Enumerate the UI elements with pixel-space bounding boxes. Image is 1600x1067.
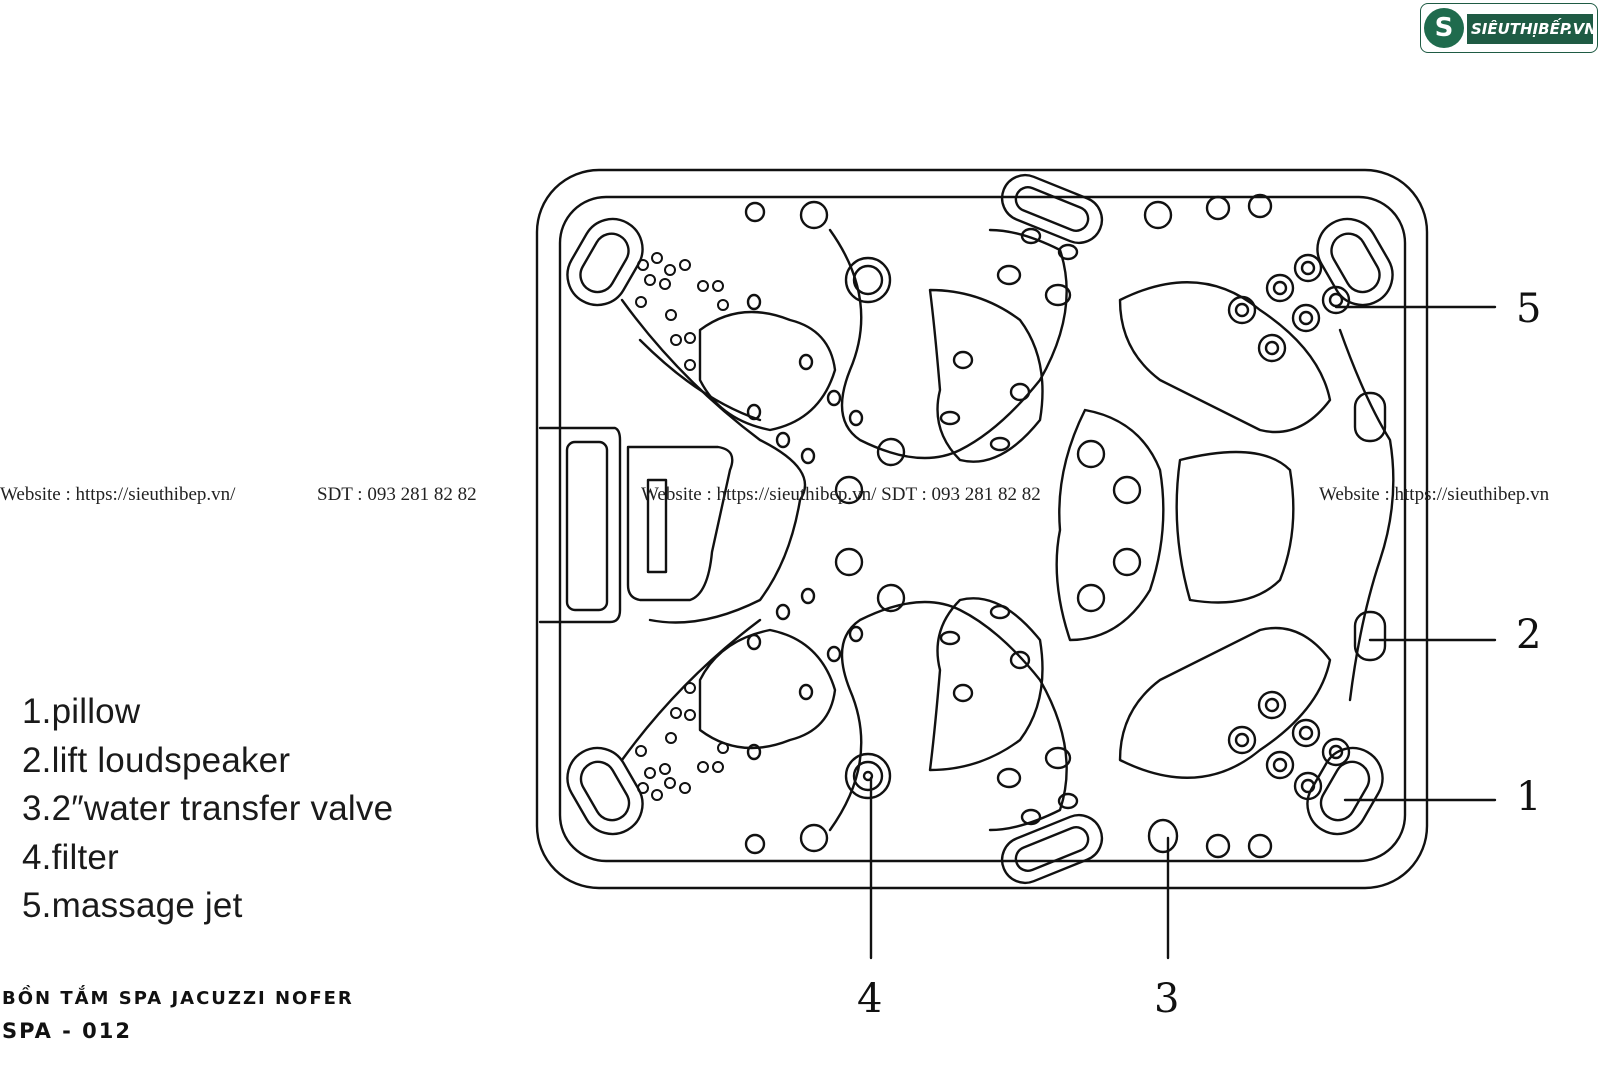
pillow-bottom-left	[566, 746, 644, 836]
left-panel-slot	[565, 440, 609, 612]
callout-number-1: 1	[1516, 774, 1542, 820]
legend-item-lift-loudspeaker: 2.lift loudspeaker	[22, 740, 291, 780]
brand-logo-text: SIÊUTHỊBẾP.VN	[1467, 14, 1597, 44]
legend-item-water-transfer-valve: 3.2″water transfer valve	[22, 789, 394, 828]
tub-outer-shell	[535, 168, 1429, 890]
filter-bottom	[844, 752, 892, 800]
pillow-top-center	[1000, 173, 1104, 245]
left-lounge-bay	[538, 426, 622, 624]
callout-number-2: 2	[1516, 612, 1542, 658]
callout-number-5: 5	[1516, 286, 1542, 332]
brand-logo-icon: S	[1424, 8, 1464, 48]
seat-contours	[620, 228, 1395, 832]
legend-item-massage-jet: 5.massage jet	[22, 886, 243, 925]
air-jets-left	[635, 252, 729, 801]
pillow-bottom-center	[1000, 813, 1104, 885]
massage-jets	[746, 227, 1351, 826]
legend-item-pillow: 1.pillow	[22, 692, 141, 731]
product-name: BỒN TẮM SPA JACUZZI NOFER	[2, 988, 354, 1009]
brand-logo[interactable]: S SIÊUTHỊBẾP.VN	[1420, 3, 1598, 53]
rim-fixtures-top	[744, 193, 1273, 230]
watermark-left-phone: SDT : 093 281 82 82	[317, 484, 477, 505]
water-transfer-valve	[1147, 818, 1179, 854]
component-legend: 1.pillow 2.lift loudspeaker 3.2″water tr…	[22, 688, 393, 931]
pillow-top-left	[566, 217, 644, 307]
pillow-top-right	[1316, 217, 1394, 307]
product-code: SPA - 012	[2, 1019, 133, 1043]
lift-loudspeaker-upper	[1353, 391, 1387, 443]
tub-inner-rim	[558, 195, 1407, 863]
lift-loudspeaker-lower	[1353, 610, 1387, 662]
watermark-left: Website : https://sieuthibep.vn/	[0, 484, 236, 505]
filter-top	[844, 256, 892, 304]
watermark-center: Website : https://sieuthibep.vn/ SDT : 0…	[641, 484, 1041, 505]
left-headrest	[626, 445, 734, 602]
callout-number-3: 3	[1154, 976, 1180, 1022]
watermark-right: Website : https://sieuthibep.vn	[1319, 484, 1550, 505]
legend-item-filter: 4.filter	[22, 837, 119, 877]
rim-fixtures-bottom	[744, 823, 1273, 859]
callout-number-4: 4	[857, 976, 883, 1022]
